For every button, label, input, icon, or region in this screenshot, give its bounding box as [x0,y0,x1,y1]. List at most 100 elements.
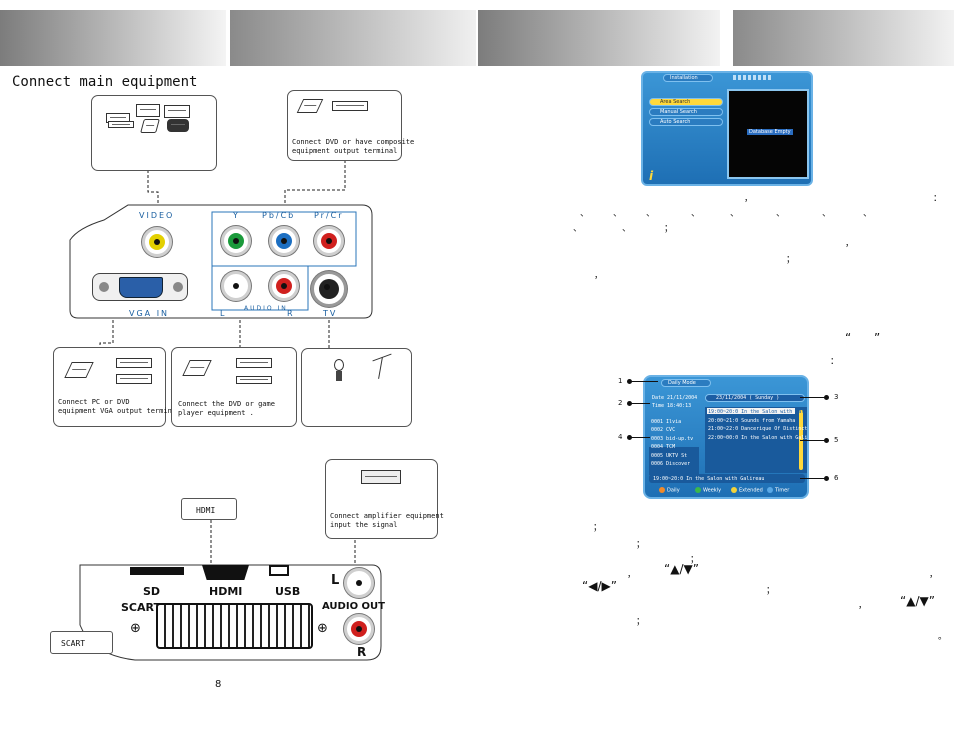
dvd-player-icon [236,358,272,368]
glyph: ， [744,194,754,204]
glyph: ； [766,586,776,596]
glyph: ； [690,555,700,565]
glyph: 、 [822,209,832,219]
channel-item[interactable]: 0004 TCM [651,444,676,451]
vga-box: Connect PC or DVD equipment VGA output t… [53,347,180,427]
glyph: ， [929,570,939,580]
glyph: 。 [938,632,948,642]
glyph: ； [593,523,603,533]
receiver-icon [108,121,134,128]
glyph: 、 [622,224,632,234]
glyph: ： [933,194,943,204]
scart-connector [156,603,313,649]
game-box: Connect the DVD or game player equipment… [171,347,297,427]
menu-item-area-search[interactable]: Area Search [649,98,723,106]
event-item[interactable]: 21:00~22:0 Dancerique Of Distinct [708,426,808,433]
glyph: 、 [646,209,656,219]
audio-out-r-jack [344,614,374,644]
epg-mode-button[interactable]: Daily [659,487,680,494]
stereo-icon [164,105,190,118]
audio-in-label: AUDIO IN [244,305,288,312]
preview-pane: Database Empty [727,89,809,179]
color-key-icon [731,487,737,493]
sd-slot [130,567,184,575]
video-jack [142,227,172,257]
callout-line [630,381,658,382]
epg-mode-button-label: Weekly [703,487,722,494]
callout-2: 2 [618,399,623,407]
channel-item[interactable]: 0002 CVC [651,427,676,434]
event-item[interactable]: 19:00~20:0 In the Salon with Galin [708,409,809,415]
callout-5: 5 [834,436,839,444]
glyph: ， [845,239,855,249]
epg-status-text: 19:00~20:0 In the Salon with Galireau [653,476,765,482]
epg-screen: Daily Mode 23/11/2004 ( Sunday ) Date 21… [643,375,809,499]
callout-3: 3 [834,393,839,401]
color-key-icon [659,487,665,493]
dvd-player-icon [332,101,368,111]
event-item[interactable]: 20:00~21:0 Sounds from Yamaha [708,417,796,424]
menu-item-manual-search[interactable]: Manual Search [649,108,723,116]
channel-item[interactable]: 0006 Discover [651,461,691,467]
audio-out-r-label: R [357,645,367,659]
page-title: Connect main equipment [12,74,198,90]
scart-screw-right-icon: ⊕ [317,621,328,636]
vga-box-text: Connect PC or DVD equipment VGA output t… [58,398,181,415]
hdmi-port [202,565,249,580]
header-band-4 [733,10,954,66]
video-label: VIDEO [139,211,175,220]
channel-list [649,447,699,475]
channel-item[interactable]: 0001 Ilvia [651,419,682,425]
vga-in-label: VGA IN [129,309,170,318]
epg-mode-button[interactable]: Extended [731,487,763,494]
sd-label: SD [143,585,161,598]
event-item[interactable]: 22:00~00:0 In the Salon with Galin [708,434,809,441]
audio-out-l-label: L [331,573,340,588]
dvd-player-icon [116,374,152,384]
epg-mode-button[interactable]: Timer [767,487,789,494]
glyph: 、 [613,209,623,219]
callout-1: 1 [618,377,623,385]
glyph: 、 [573,224,583,234]
database-empty-message: Database Empty [747,129,793,135]
game-box-text: Connect the DVD or game player equipment… [178,400,275,417]
video-devices-box [91,95,217,171]
callout-dot [627,435,632,440]
callout-dot [627,379,632,384]
callout-6: 6 [834,474,839,482]
header-band-2 [230,10,476,66]
pr-jack [314,226,344,256]
glyph: ； [636,540,646,550]
glyph: ； [786,255,796,265]
callout-dot [824,476,829,481]
menu-item-auto-search[interactable]: Auto Search [649,118,723,126]
amplifier-box: Connect amplifier equipment input the si… [325,459,444,539]
amplifier-icon [361,470,401,484]
composite-box: Connect DVD or have composite equipment … [287,90,414,161]
camcorder-icon [167,119,189,132]
up-down-arrows-icon: “▲/▼” [664,562,699,576]
channel-item[interactable]: 0003 bid-up.tv [651,435,694,442]
laptop-icon [182,360,212,376]
amplifier-box-text: Connect amplifier equipment input the si… [330,512,444,529]
scart-callout: SCART [50,631,113,654]
screw-icon [173,282,183,292]
left-right-arrows-icon: “◀/▶” [582,579,617,593]
callout-dot [824,438,829,443]
audio-l-label: L [220,309,227,318]
epg-mode-button[interactable]: Weekly [695,487,721,494]
glyph: ； [636,617,646,627]
epg-mode-button-label: Daily [667,487,680,494]
channel-item[interactable]: 0005 UKTV St [651,452,688,459]
glyph: 、 [730,209,740,219]
tv-label: TV [323,309,338,318]
glyph: 、 [776,209,786,219]
glyph: ， [858,601,868,611]
epg-time: Time 18:40:13 [652,403,692,409]
pb-jack [269,226,299,256]
glyph: ； [664,224,674,234]
y-jack [221,226,251,256]
audio-r-label: R [287,309,295,318]
audio-out-label: AUDIO OUT [322,601,385,612]
up-down-arrows-icon: “▲/▼” [900,594,935,608]
